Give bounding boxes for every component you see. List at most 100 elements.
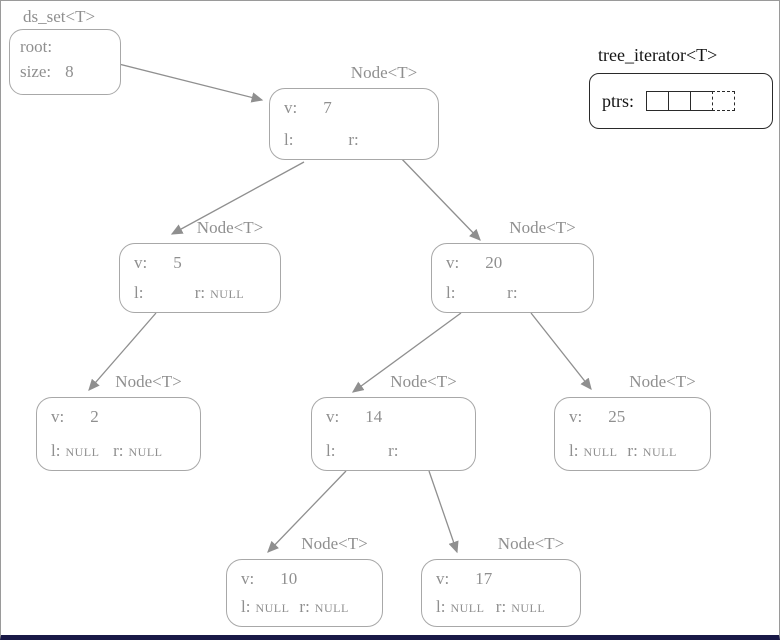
l-value: NULL [450, 601, 485, 615]
node-title: Node<T> [301, 534, 368, 553]
v-label: v: [446, 253, 460, 272]
r-label: r: [507, 283, 518, 302]
r-label: r: [495, 597, 507, 616]
v-value: 14 [365, 407, 383, 426]
node-children-row: l: NULL r:NULL [436, 597, 566, 617]
node-box: v: 20 l: r: [431, 243, 594, 313]
node-value-row: v:17 [436, 569, 566, 589]
r-label: r: [194, 283, 206, 302]
r-value: NULL [128, 445, 163, 459]
root-label: root: [20, 37, 53, 56]
node-children-row: l: NULL r:NULL [241, 597, 368, 617]
node-box: v:17 l: NULL r:NULL [421, 559, 581, 627]
l-part: l: NULL [569, 441, 627, 461]
node-children-row: l: r: [284, 130, 424, 150]
tree-node-25: Node<T> v:25 l:NULL r:NULL [554, 372, 711, 471]
node-value-row: v: 5 [134, 253, 266, 273]
r-part: r: NULL [113, 441, 162, 461]
node-box: v: 7 l: r: [269, 88, 439, 160]
node-value-row: v: 7 [284, 98, 424, 118]
size-value: 8 [65, 61, 74, 81]
node-value-row: v: 2 [51, 407, 186, 427]
r-part: r: NULL [195, 283, 244, 303]
l-label: l: [446, 283, 456, 302]
node-box: v: 2 l: NULL r: NULL [36, 397, 201, 471]
ds-set-box: root: size: 8 [9, 29, 121, 95]
l-part: l: NULL [241, 597, 299, 617]
v-value: 25 [608, 407, 626, 426]
v-label: v: [326, 407, 340, 426]
node-children-row: l: r: [446, 283, 579, 303]
r-part: r: [507, 283, 522, 303]
tree-node-7: Node<T> v: 7 l: r: [269, 63, 439, 160]
tree-node-17: Node<T> v:17 l: NULL r:NULL [421, 534, 581, 627]
node-box: v: 14 l: r: [311, 397, 476, 471]
r-label: r: [388, 441, 399, 460]
v-value: 5 [173, 253, 182, 272]
l-value: NULL [255, 601, 290, 615]
node-box: v: 25 l: NULL r: NULL [554, 397, 711, 471]
v-value: 20 [485, 253, 503, 272]
l-label: l: [569, 441, 579, 460]
tree-iterator-box: ptrs: [589, 73, 773, 129]
l-part: l: [134, 283, 195, 303]
node-title: Node<T> [350, 63, 418, 82]
node-box: v: 10 l: NULL r:NULL [226, 559, 383, 627]
l-part: l: [326, 441, 388, 461]
l-label: l: [326, 441, 336, 460]
r-label: r: [348, 130, 359, 149]
node-title: Node<T> [509, 218, 576, 237]
r-part: r:NULL [496, 597, 545, 617]
v-label: v: [241, 569, 255, 588]
l-label: l: [436, 597, 446, 616]
l-value: NULL [583, 445, 618, 459]
ptrs-label: ptrs: [602, 90, 635, 111]
ds-set-title: ds_set<T> [23, 7, 96, 26]
size-label: size: [20, 61, 52, 81]
ptr-cell-2 [690, 91, 714, 111]
l-part: l: [446, 283, 507, 303]
l-value: NULL [65, 445, 100, 459]
r-part: r:NULL [299, 597, 348, 617]
l-label: l: [241, 597, 251, 616]
node-value-row: v: 25 [569, 407, 696, 427]
node-children-row: l: r: NULL [134, 283, 266, 303]
l-label: l: [284, 130, 294, 149]
tree-node-20: Node<T> v: 20 l: r: [431, 218, 594, 313]
node-value-row: v: 10 [241, 569, 368, 589]
r-label: r: [113, 441, 124, 460]
node-title: Node<T> [390, 372, 457, 391]
v-value: 7 [323, 98, 332, 117]
v-label: v: [284, 98, 298, 117]
ptr-cell-0 [646, 91, 670, 111]
r-label: r: [627, 441, 638, 460]
l-label: l: [134, 283, 144, 302]
node-title: Node<T> [497, 534, 565, 553]
v-label: v: [569, 407, 583, 426]
tree-node-14: Node<T> v: 14 l: r: [311, 372, 476, 471]
r-label: r: [299, 597, 310, 616]
r-value: NULL [642, 445, 677, 459]
node-box: v: 5 l: r: NULL [119, 243, 281, 313]
r-part: r: [388, 441, 403, 461]
v-value: 10 [280, 569, 298, 588]
v-label: v: [134, 253, 148, 272]
ptr-cell-1 [668, 91, 692, 111]
l-label: l: [51, 441, 61, 460]
r-part: r: [348, 130, 363, 150]
tree-node-5: Node<T> v: 5 l: r: NULL [119, 218, 281, 313]
l-part: l: NULL [51, 441, 113, 461]
ptr-cell-3-dashed [712, 91, 736, 111]
node-title: Node<T> [196, 218, 264, 237]
v-value: 2 [90, 407, 99, 426]
node-title: Node<T> [115, 372, 182, 391]
v-label: v: [51, 407, 65, 426]
root-pointer-row: root: [20, 35, 110, 60]
tree-iterator-title: tree_iterator<T> [598, 45, 718, 65]
tree-node-2: Node<T> v: 2 l: NULL r: NULL [36, 372, 201, 471]
node-value-row: v: 14 [326, 407, 461, 427]
node-children-row: l: r: [326, 441, 461, 461]
node-children-row: l: NULL r: NULL [51, 441, 186, 461]
r-value: NULL [210, 287, 245, 301]
